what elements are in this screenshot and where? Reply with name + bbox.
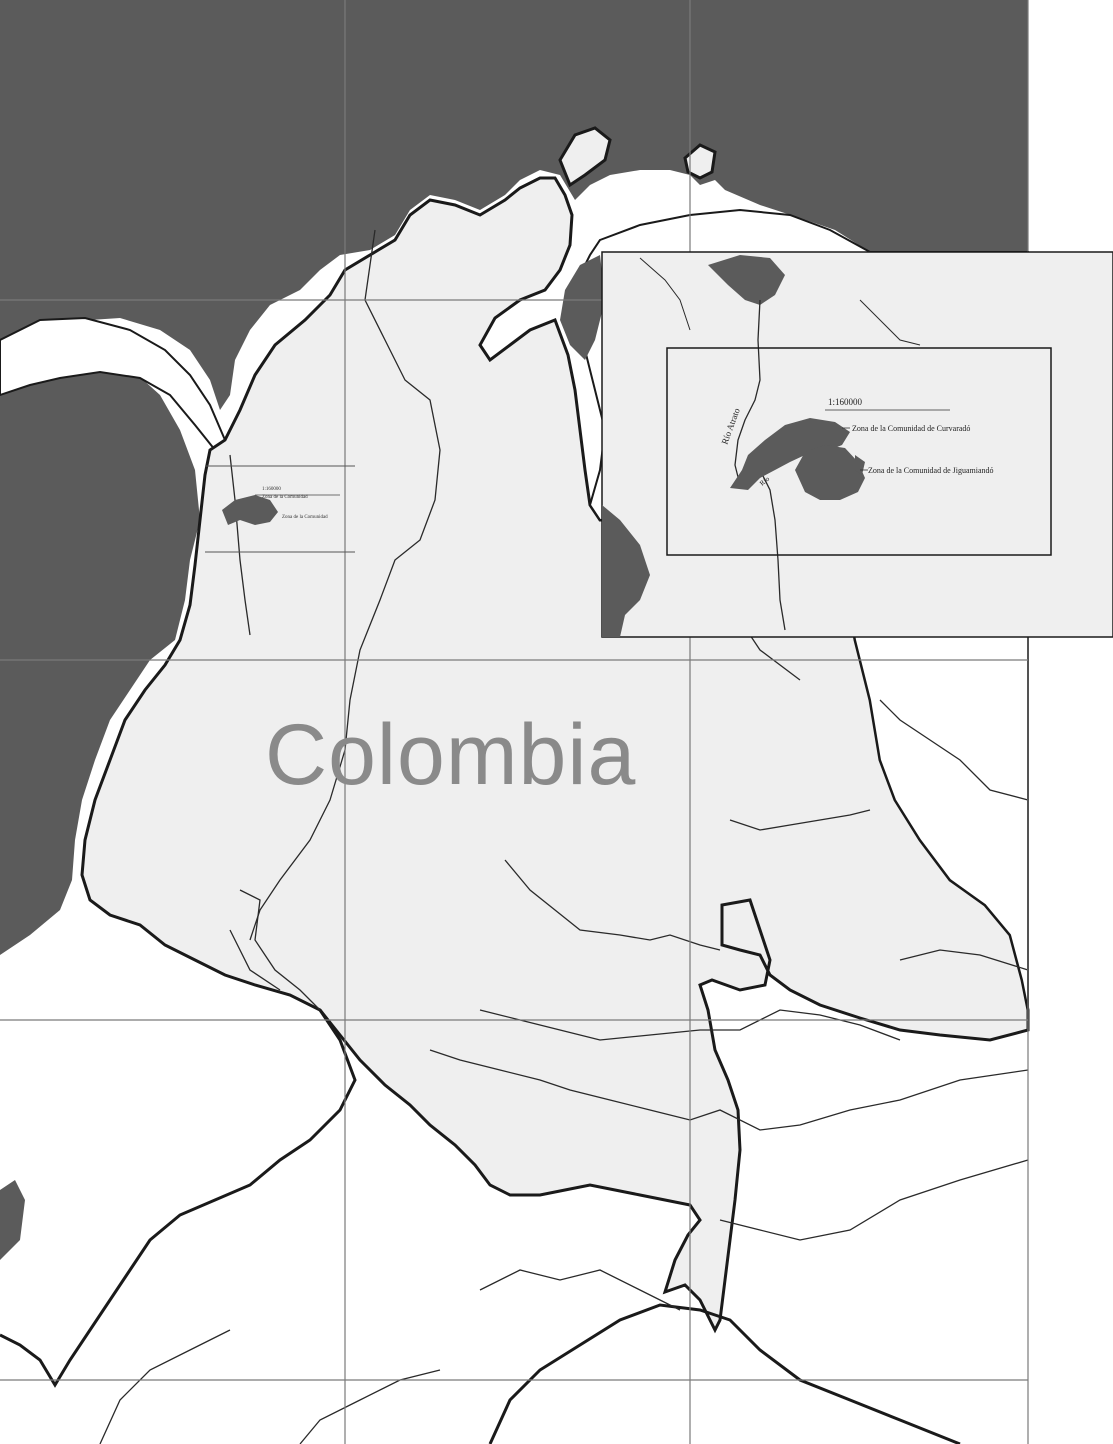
inset-boundary xyxy=(639,257,921,346)
inset-legend-curvarado: Zona de la Comunidad de Curvaradó xyxy=(852,424,970,433)
mini-locator: 1:160000 Zona de la Comunidad Zona de la… xyxy=(205,465,355,553)
zone-jiguamiando xyxy=(795,445,865,500)
pacific-ocean xyxy=(0,355,200,955)
guajira-peninsula xyxy=(558,126,612,188)
inset-panel: 1:160000 Zona de la Comunidad de Curvara… xyxy=(601,251,1113,638)
mini-legend-1: Zona de la Comunidad xyxy=(262,495,308,500)
zone-curvarado xyxy=(730,418,850,490)
inset-sea-top xyxy=(708,255,785,305)
paraguana-island xyxy=(683,143,717,180)
mini-scale: 1:160000 xyxy=(262,487,281,492)
mini-legend-2: Zona de la Comunidad xyxy=(282,515,328,520)
mini-zone-shape xyxy=(222,495,278,525)
graticule xyxy=(0,0,1029,1444)
southern-border xyxy=(0,1009,357,1388)
inset-sea-left xyxy=(602,505,650,637)
inset-scale: 1:160000 xyxy=(828,397,863,407)
inset-frame xyxy=(666,347,1052,556)
country-label: Colombia xyxy=(265,707,637,803)
inset-river-atrato xyxy=(734,299,761,486)
rivers xyxy=(99,229,1029,1444)
caribbean-sea xyxy=(0,0,1028,410)
lake-maracaibo xyxy=(560,255,605,360)
inset-legend-jiguamiando: Zona de la Comunidad de Jiguamiandó xyxy=(868,466,994,475)
pacific-ocean-south xyxy=(0,1180,25,1260)
inset-river-2 xyxy=(759,469,786,631)
southern-border-2 xyxy=(488,1303,961,1444)
